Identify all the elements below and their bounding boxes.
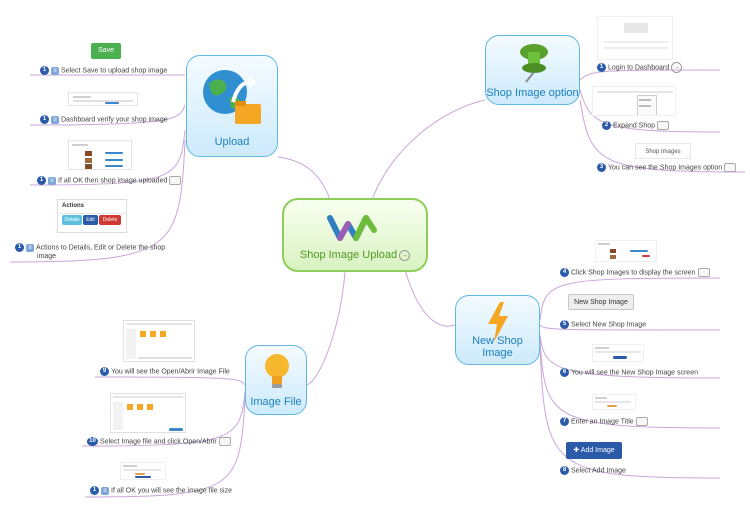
step-icon: ≡ — [51, 115, 59, 124]
upload-leaf-2: 1≡Dashboard verify your shop image — [40, 115, 168, 124]
save-button[interactable]: Save — [91, 43, 121, 59]
note-icon[interactable] — [635, 417, 648, 426]
edit-button[interactable]: Edit — [83, 215, 98, 225]
topic-shop-image-option[interactable]: Shop Image option — [485, 35, 580, 105]
note-icon[interactable] — [724, 163, 737, 172]
note-icon[interactable] — [657, 121, 670, 130]
logo-icon — [327, 215, 377, 241]
pushpin-icon — [520, 44, 548, 83]
topic-image-file-label: Image File — [250, 396, 302, 408]
topic-shop-image-option-label: Shop Image option — [486, 87, 579, 99]
upload-leaf-1: 1≡Select Save to upload shop image — [40, 66, 167, 75]
upload-leaf-4: 1≡Actions to Details, Edit or Delete the… — [15, 243, 165, 261]
details-button[interactable]: Details — [62, 215, 82, 225]
lightning-icon — [488, 302, 508, 342]
open-file-dialog-thumbnail — [123, 320, 195, 362]
step-icon: ≡ — [48, 176, 56, 185]
note-icon[interactable] — [169, 176, 182, 185]
shop-images-menu-thumbnail[interactable]: Shop Images — [635, 143, 691, 159]
shop-images-list-thumbnail — [595, 240, 657, 262]
dashboard-thumbnail — [68, 92, 138, 106]
topic-image-file[interactable]: Image File — [245, 345, 307, 415]
topic-upload-label: Upload — [214, 136, 250, 148]
lightbulb-icon — [265, 354, 289, 388]
image-title-thumbnail — [592, 394, 636, 410]
add-image-button[interactable]: ✚ Add Image — [566, 442, 622, 459]
step-icon: ≡ — [51, 66, 59, 75]
topic-new-shop-image[interactable]: New Shop Image — [455, 295, 540, 365]
link-arrow-icon[interactable]: → — [399, 249, 411, 261]
step-icon: ≡ — [101, 486, 109, 495]
file-size-thumbnail — [120, 462, 166, 480]
new-shop-image-form-thumbnail — [592, 344, 644, 362]
central-title: Shop Image Upload — [299, 249, 398, 261]
file-leaf-11: 1≡If all OK you will see the image file … — [90, 486, 232, 495]
plus-icon: ✚ — [573, 447, 581, 454]
link-arrow-icon[interactable]: → — [671, 62, 683, 73]
topic-upload[interactable]: Upload — [186, 55, 278, 157]
note-icon[interactable] — [218, 437, 231, 446]
expand-shop-thumbnail — [592, 86, 676, 116]
upload-leaf-3: 1≡If all OK then shop image uploaded — [37, 176, 182, 185]
uploaded-list-thumbnail — [68, 140, 132, 170]
step-icon: ≡ — [26, 243, 34, 252]
new-shop-image-button[interactable]: New Shop Image — [568, 294, 634, 310]
delete-button[interactable]: Delete — [99, 215, 121, 225]
topic-new-shop-image-label: New Shop Image — [472, 335, 523, 359]
note-icon[interactable] — [697, 268, 710, 277]
central-topic[interactable]: Shop Image Upload→ — [282, 198, 428, 272]
login-thumbnail — [597, 16, 673, 60]
actions-panel: Actions Details Edit Delete — [57, 199, 127, 233]
globe-upload-icon — [203, 70, 261, 124]
select-file-dialog-thumbnail — [110, 393, 186, 433]
